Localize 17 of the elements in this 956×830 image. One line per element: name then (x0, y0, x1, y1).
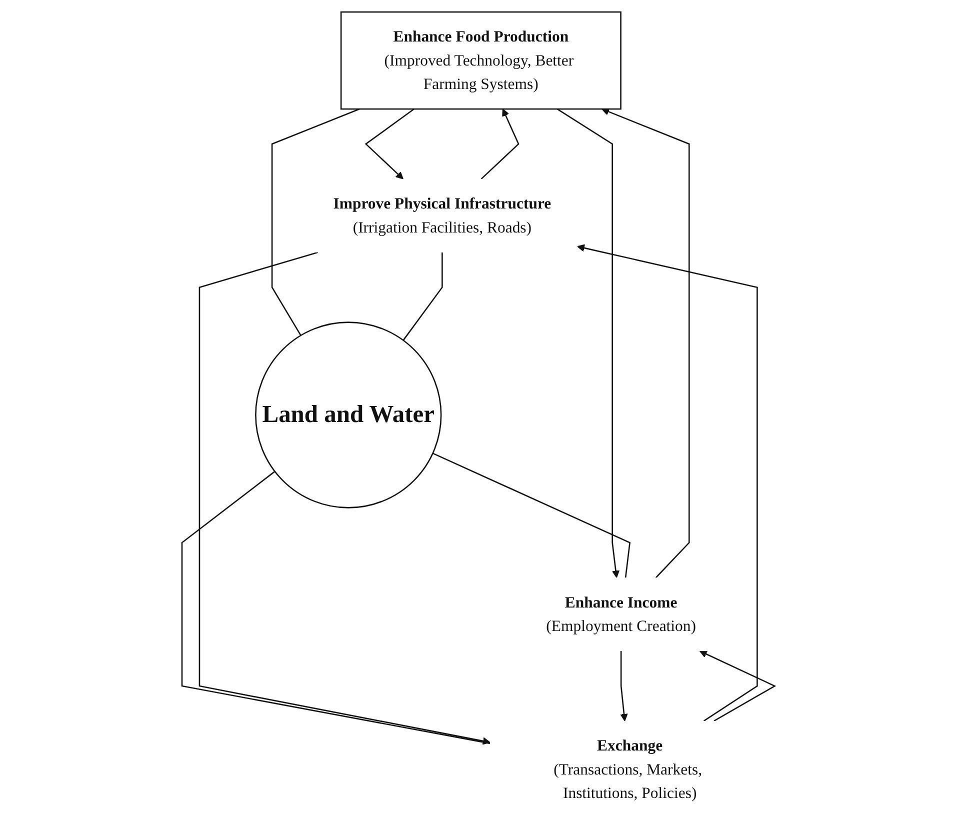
connector (271, 108, 360, 336)
arrow (576, 244, 758, 722)
connector (402, 252, 442, 341)
arrow (364, 108, 414, 180)
node-text: Improve Physical Infrastructure (Irrigation Facilities, Roads) (332, 194, 551, 236)
node-text: Exchange (Transactions, Markets, Institutions, Policies) (553, 736, 702, 802)
arrow (601, 108, 690, 578)
arrow (198, 252, 490, 745)
arrow (699, 650, 776, 722)
arrow (556, 108, 620, 578)
node-box: Enhance Food Production (Improved Technology, Better Farming Systems) (340, 11, 622, 110)
arrow (620, 651, 628, 722)
node-text: Enhance Income (Employment Creation) (546, 593, 696, 634)
connector (432, 452, 630, 578)
node-circle: Land and Water (254, 322, 442, 508)
arrow (480, 108, 519, 180)
connector (181, 470, 490, 744)
